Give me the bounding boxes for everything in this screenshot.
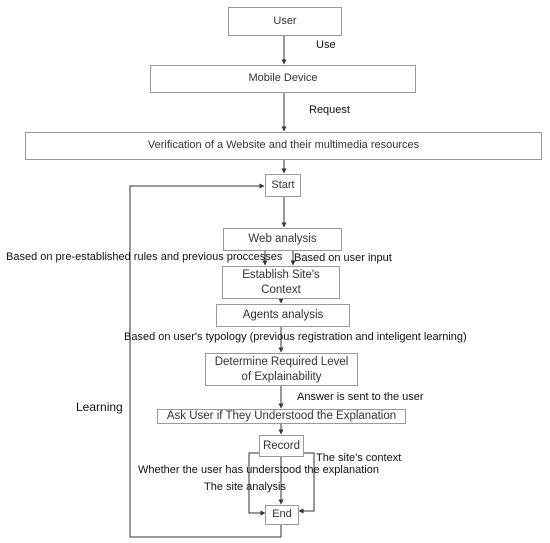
typology-label: Based on user's typology (previous regis…: [124, 331, 467, 343]
record-node: Record: [259, 435, 304, 457]
verification-node: Verification of a Website and their mult…: [25, 132, 542, 160]
mobile-device-node: Mobile Device: [150, 65, 416, 93]
ask-user-node: Ask User if They Understood the Explanat…: [157, 409, 406, 424]
end-node: End: [265, 505, 299, 525]
user-input-label: Based on user input: [294, 252, 392, 264]
site-analysis-label: The site analysis: [204, 481, 286, 493]
understood-label: Whether the user has understood the expl…: [138, 464, 379, 476]
rules-label: Based on pre-established rules and previ…: [6, 251, 283, 263]
determine-level-node: Determine Required Level of Explainabili…: [205, 353, 358, 386]
arrow-record-to-end-right: [298, 452, 315, 514]
answer-label: Answer is sent to the user: [297, 391, 424, 403]
request-label: Request: [309, 104, 350, 116]
establish-context-node: Establish Site's Context: [222, 266, 340, 299]
use-label: Use: [316, 39, 336, 51]
sites-context-label: The site's context: [316, 452, 402, 464]
user-node: User: [228, 7, 342, 36]
web-analysis-node: Web analysis: [223, 228, 342, 251]
start-node: Start: [265, 174, 301, 197]
agents-analysis-node: Agents analysis: [216, 304, 350, 327]
learning-label: Learning: [76, 400, 123, 414]
arrow-record-to-end-left: [248, 452, 266, 516]
learning-loop-arrow: [129, 183, 282, 538]
